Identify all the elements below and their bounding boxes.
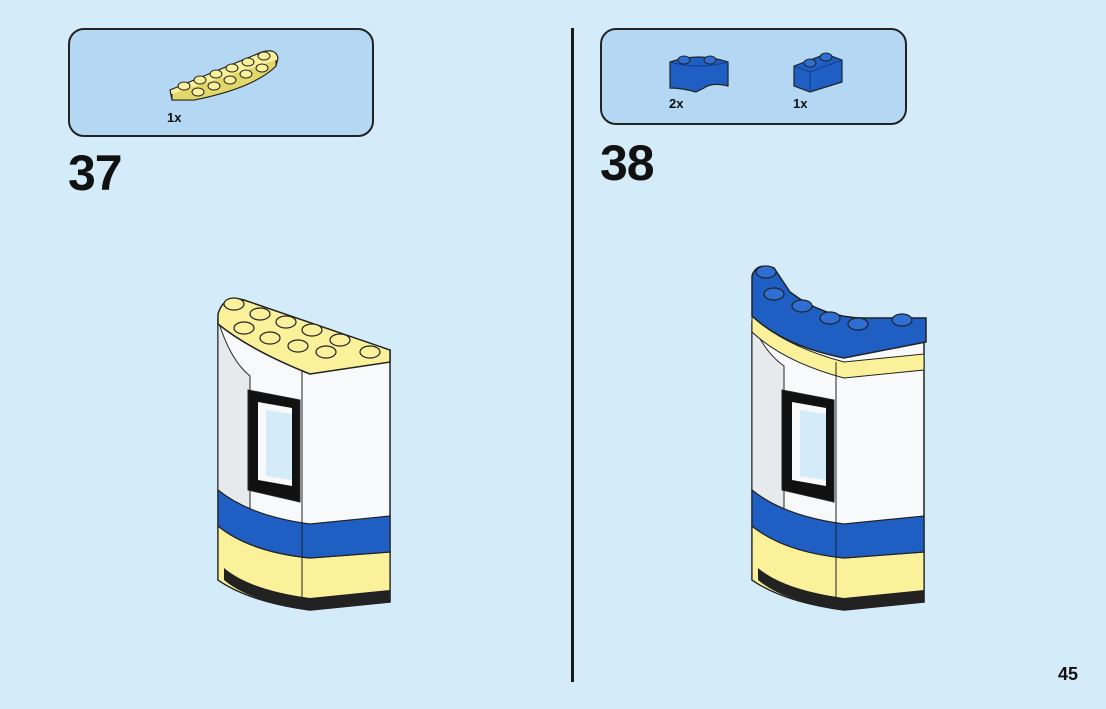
part-quantity: 1x xyxy=(167,110,182,125)
step-37-model-illustration xyxy=(217,297,391,611)
parts-callout-step-38: 2x 1x xyxy=(600,28,907,125)
page-number: 45 xyxy=(1057,664,1078,684)
step-number: 37 xyxy=(68,145,123,201)
step-38-model-illustration xyxy=(751,265,927,611)
blue-curved-brick-icon xyxy=(669,55,729,93)
yellow-half-round-plate-icon xyxy=(169,50,279,101)
step-number: 38 xyxy=(600,135,655,191)
page-divider xyxy=(571,28,574,682)
part-quantity: 1x xyxy=(793,96,808,111)
parts-callout-step-37: 1x xyxy=(68,28,374,137)
blue-brick-1x2-icon xyxy=(793,52,843,93)
part-quantity: 2x xyxy=(669,96,684,111)
